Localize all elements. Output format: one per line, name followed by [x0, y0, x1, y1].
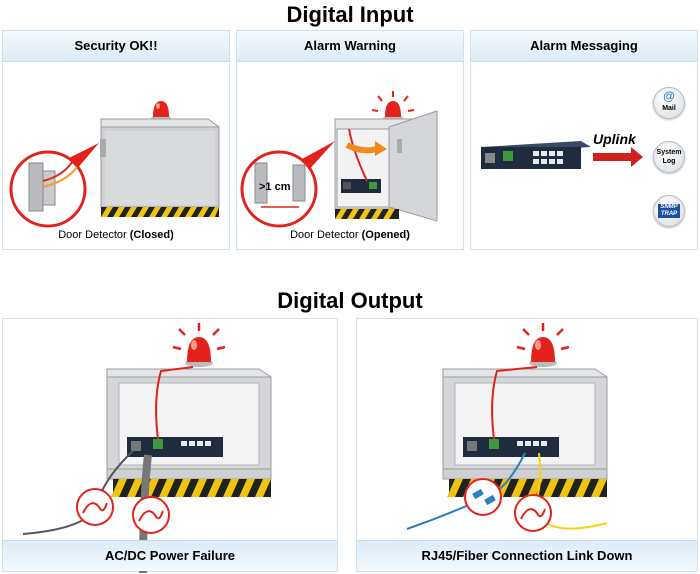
caption-state: (Closed) [129, 229, 174, 241]
gap-label: >1 cm [259, 181, 291, 193]
mail-icon-label: Mail [662, 105, 676, 112]
cabinet-open [334, 110, 438, 222]
panel-security-ok: Security OK!! [2, 30, 230, 250]
alarm-wire [155, 366, 194, 440]
power-failure-illustration [22, 323, 272, 574]
uplink-arrow-shaft [593, 153, 631, 161]
opened-door-illustration [240, 91, 438, 228]
panel-link-down: RJ45/Fiber Connection Link Down [356, 318, 698, 572]
cable-break-callout [76, 488, 170, 534]
system-log-icon-label: System Log [656, 149, 682, 165]
sensor-gap-callout [240, 141, 335, 228]
panel-power-failure: AC/DC Power Failure [2, 318, 338, 574]
caption-state: (Opened) [361, 229, 410, 241]
panel-title-alarm-messaging: Alarm Messaging [471, 31, 697, 62]
closed-door-illustration [9, 101, 220, 228]
digital-output-title: Digital Output [277, 288, 423, 313]
network-switch [127, 437, 223, 457]
uplink-arrow-head [631, 147, 643, 167]
network-switch [463, 437, 559, 457]
network-switch [481, 141, 591, 169]
caption-door-opened: Door Detector (Opened) [237, 229, 463, 241]
uplink-label: Uplink [593, 131, 636, 147]
open-arrow-head [375, 141, 387, 156]
caption-prefix: Door Detector [290, 229, 362, 241]
link-break-callout [464, 478, 552, 532]
cabinet-open [442, 368, 608, 497]
sensor-zoom-callout [9, 143, 99, 228]
alarm-wire [491, 366, 538, 440]
alarm-beacon-on [516, 323, 570, 367]
snmp-trap-icon-label: SNMP TRAP [658, 204, 680, 218]
caption-prefix: Door Detector [58, 229, 130, 241]
cabinet-closed [100, 118, 220, 217]
cabinet-open [106, 368, 272, 497]
snmp-trap-icon: SNMP TRAP [653, 195, 685, 227]
alarm-beacon-on [172, 323, 226, 367]
alarm-beacon-on [371, 91, 415, 121]
digital-input-title: Digital Input [286, 2, 414, 27]
panel-alarm-messaging: Alarm Messaging Uplink @ Mail System Log… [470, 30, 698, 250]
panel-title-link-down: RJ45/Fiber Connection Link Down [357, 540, 697, 571]
panel-alarm-warning: Alarm Warning [236, 30, 464, 250]
system-log-icon: System Log [653, 141, 685, 173]
panel-title-security-ok: Security OK!! [3, 31, 229, 62]
alarm-beacon-off [151, 101, 171, 121]
messaging-illustration [481, 141, 643, 169]
panel-title-power-failure: AC/DC Power Failure [3, 540, 337, 571]
open-direction-arrow [345, 142, 378, 154]
panel-title-alarm-warning: Alarm Warning [237, 31, 463, 62]
caption-door-closed: Door Detector (Closed) [3, 229, 229, 241]
link-down-illustration [406, 323, 608, 532]
mail-icon: @ Mail [653, 87, 685, 119]
